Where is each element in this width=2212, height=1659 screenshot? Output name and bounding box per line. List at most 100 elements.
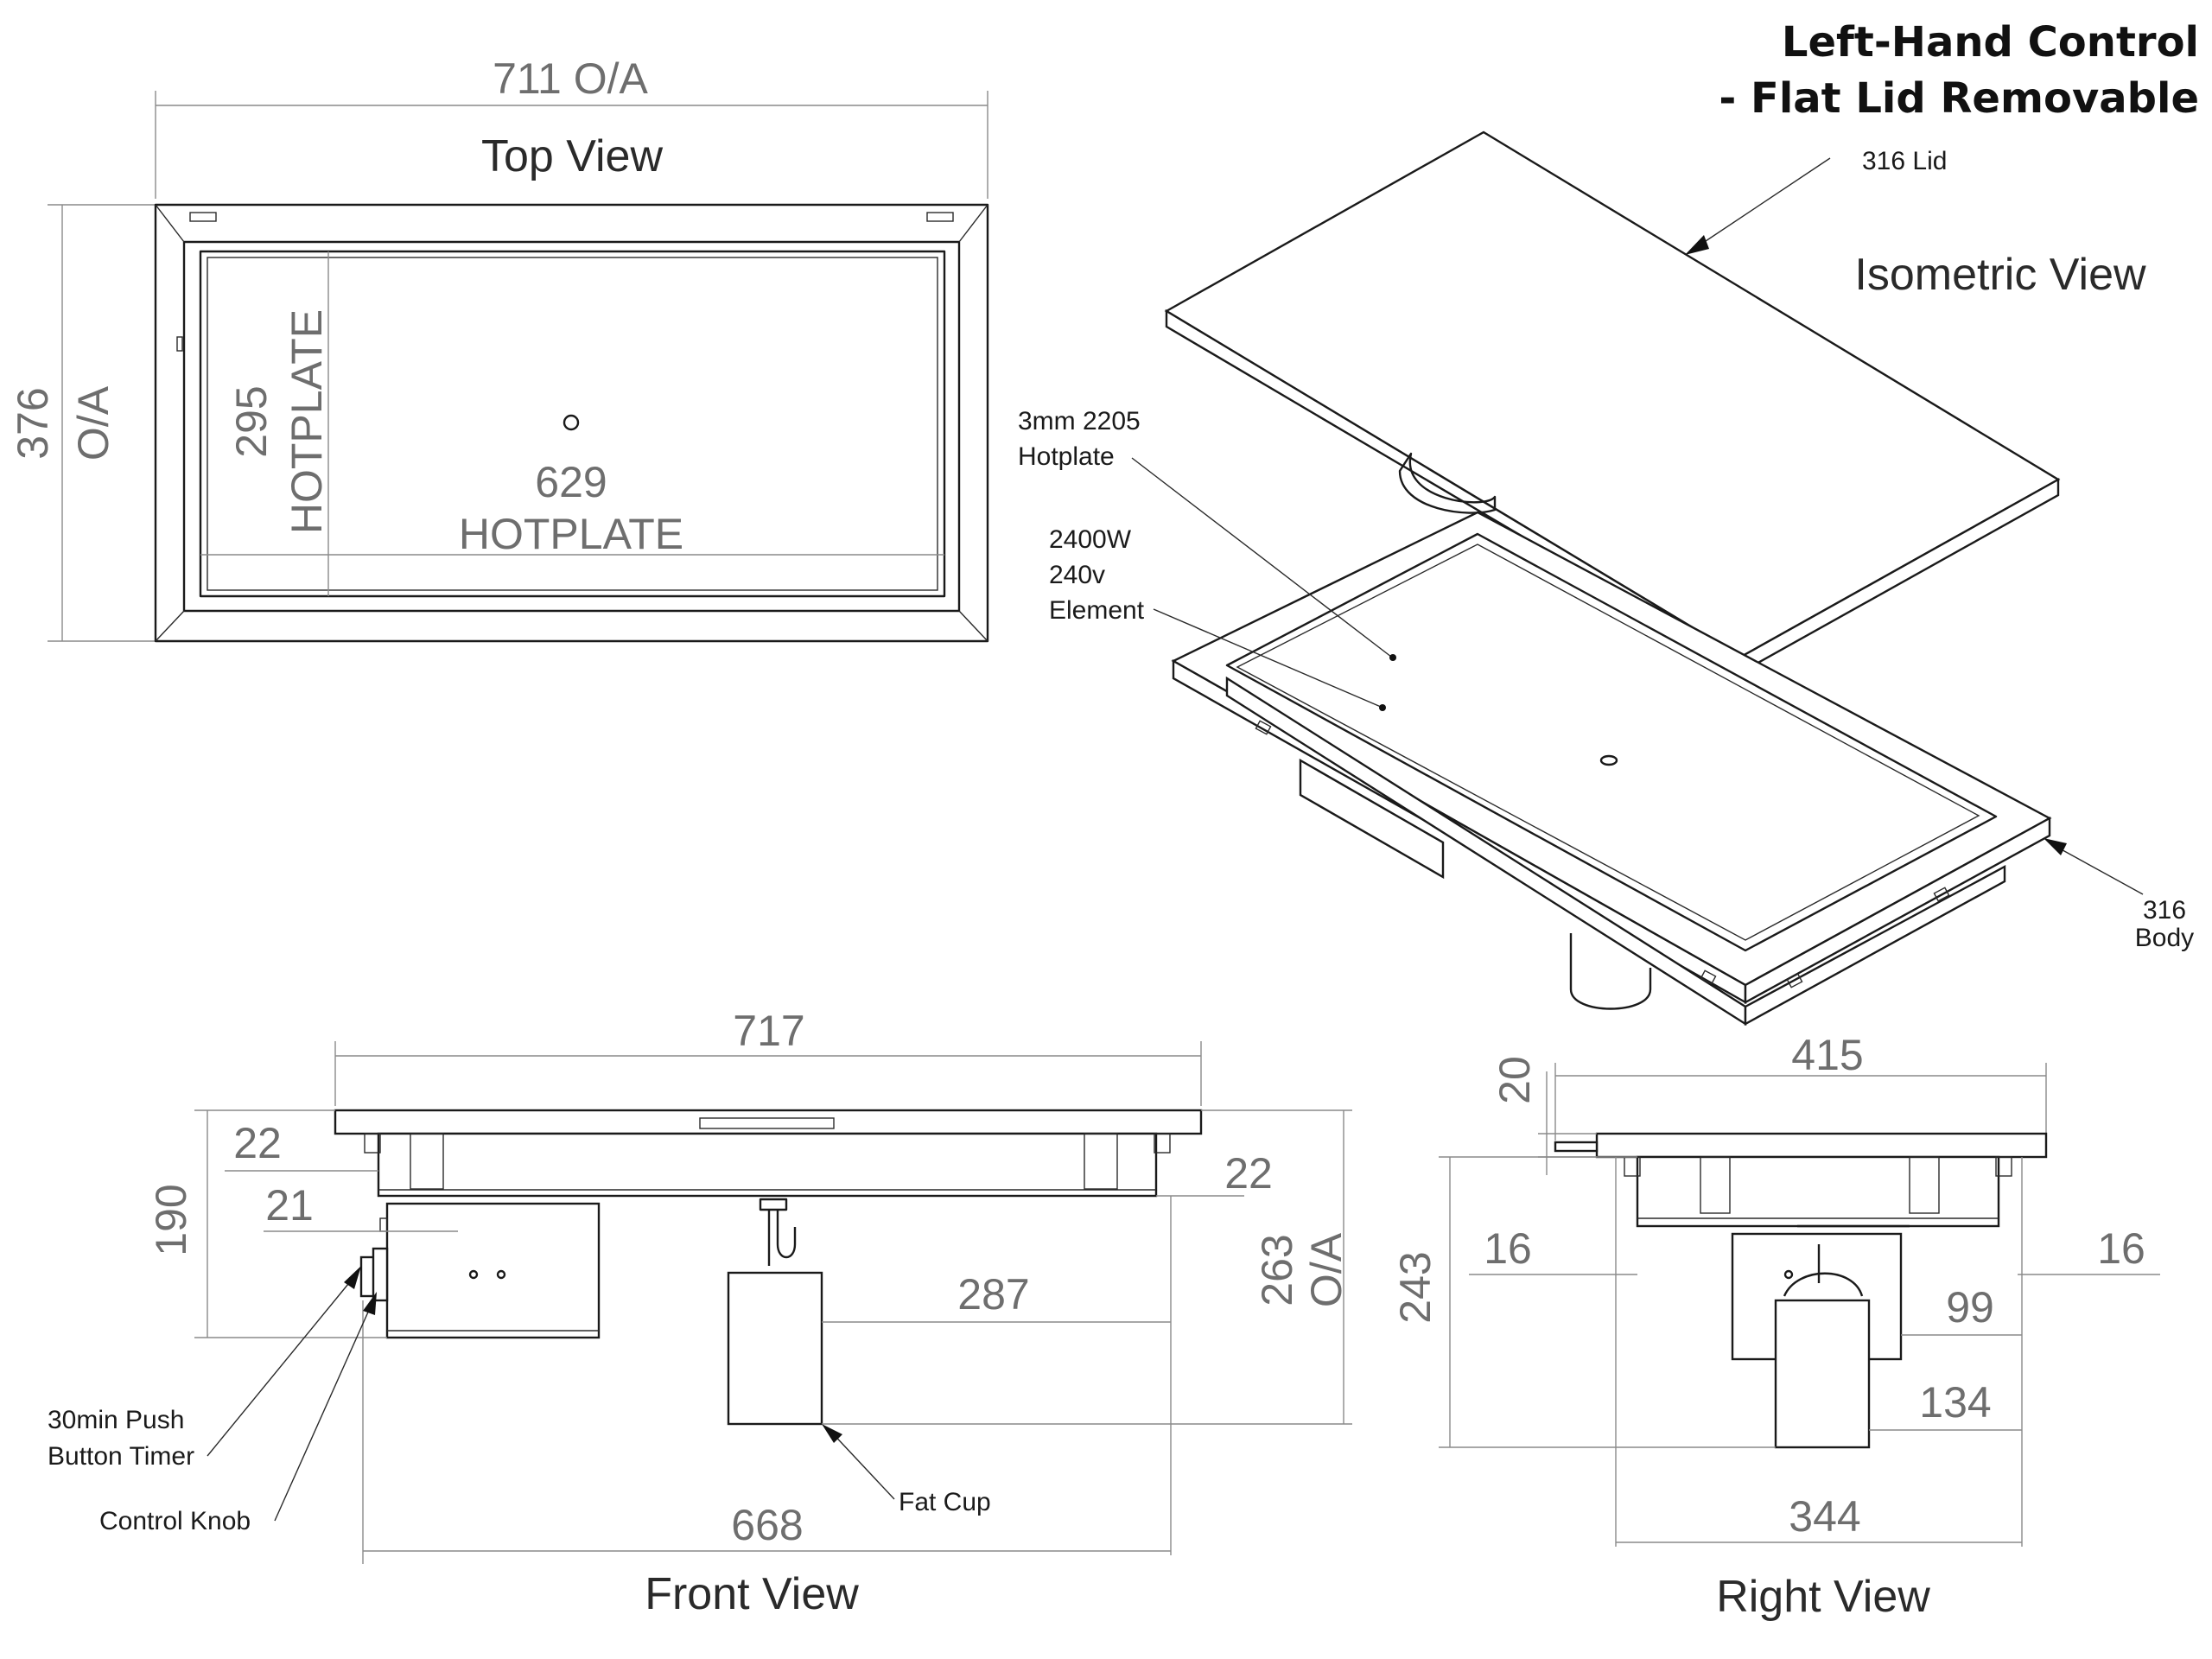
top-frame-inner bbox=[182, 240, 961, 613]
front-control-box bbox=[385, 1202, 601, 1339]
label-element-line3: Element bbox=[1049, 596, 1145, 625]
label-fat-cup: Fat Cup bbox=[899, 1488, 991, 1516]
top-body-outline bbox=[154, 203, 989, 643]
dim-99: 99 bbox=[1946, 1283, 1994, 1332]
right-body bbox=[1636, 1155, 2000, 1228]
front-cup-hook bbox=[767, 1210, 797, 1266]
front-lid bbox=[334, 1109, 1203, 1135]
dim-717: 717 bbox=[733, 1007, 804, 1055]
iso-slot bbox=[1933, 887, 1950, 902]
leader-timer bbox=[207, 1274, 357, 1457]
right-bracket bbox=[1909, 1156, 1940, 1214]
dim-344: 344 bbox=[1789, 1492, 1860, 1541]
dim-295-hotplate-label: HOTPLATE bbox=[283, 309, 331, 534]
label-element-line1: 2400W bbox=[1049, 525, 1132, 554]
dim-243: 243 bbox=[1391, 1251, 1440, 1323]
top-knob-slot bbox=[176, 336, 183, 352]
isometric-view: Isometric View bbox=[1018, 130, 2194, 1027]
dim-263-oa-suffix: O/A bbox=[1302, 1232, 1351, 1307]
dim-376-oa-suffix: O/A bbox=[69, 385, 118, 461]
frame-mitre bbox=[958, 610, 988, 642]
leader-lid bbox=[1697, 157, 1831, 247]
iso-slot bbox=[1786, 973, 1803, 988]
front-switch bbox=[379, 1217, 388, 1232]
iso-slot bbox=[1255, 720, 1272, 735]
leader-element bbox=[1153, 608, 1382, 708]
iso-control-box bbox=[1299, 758, 1445, 880]
top-hotplate-edge bbox=[199, 250, 946, 598]
front-fat-cup bbox=[727, 1271, 823, 1426]
label-316-lid: 316 Lid bbox=[1862, 147, 1947, 175]
right-view: 415 20 243 16 16 bbox=[1391, 1031, 2160, 1622]
leader-dot bbox=[1389, 654, 1396, 661]
top-view: 711 O/A Top View 376 O/A 295 HOTPLATE 62… bbox=[9, 54, 989, 643]
label-hotplate-line1: 3mm 2205 bbox=[1018, 407, 1141, 435]
dim-16-right: 16 bbox=[2097, 1224, 2145, 1273]
front-view: 717 190 22 21 22 bbox=[48, 1007, 1352, 1619]
leader-fat-cup bbox=[829, 1429, 895, 1500]
dim-22-left: 22 bbox=[233, 1119, 282, 1167]
iso-drain-pipe bbox=[1569, 933, 1652, 1010]
right-lid-handle bbox=[1554, 1141, 1599, 1153]
dim-295: 295 bbox=[227, 385, 276, 457]
arrowhead bbox=[344, 1266, 361, 1289]
front-drain-fitting bbox=[759, 1198, 788, 1211]
label-timer-line1: 30min Push bbox=[48, 1406, 184, 1434]
frame-mitre bbox=[958, 204, 988, 243]
front-screw bbox=[468, 1269, 479, 1280]
leader-hotplate bbox=[1131, 457, 1392, 658]
frame-mitre bbox=[155, 610, 185, 642]
front-view-label: Front View bbox=[645, 1569, 859, 1619]
right-clip bbox=[1995, 1156, 2012, 1177]
top-drain-hole bbox=[563, 414, 580, 431]
dim-22-right: 22 bbox=[1224, 1149, 1273, 1198]
title-block: Left-Hand Control - Flat Lid Removable bbox=[1719, 18, 2199, 123]
right-view-label: Right View bbox=[1716, 1572, 1930, 1622]
iso-hotplate bbox=[1236, 543, 1980, 941]
arrowhead bbox=[1685, 235, 1709, 255]
dim-287: 287 bbox=[957, 1270, 1029, 1319]
leader-knob bbox=[274, 1300, 374, 1522]
dim-629-hotplate-label: HOTPLATE bbox=[459, 510, 683, 558]
dim-711-oa: 711 O/A bbox=[493, 54, 648, 103]
iso-drain-hole bbox=[1599, 754, 1618, 766]
arrowhead bbox=[363, 1292, 377, 1315]
dim-376: 376 bbox=[9, 387, 57, 459]
label-control-knob: Control Knob bbox=[99, 1507, 251, 1535]
front-body bbox=[377, 1132, 1158, 1198]
isometric-view-label: Isometric View bbox=[1854, 250, 2146, 300]
right-screw bbox=[1783, 1269, 1794, 1280]
right-bracket bbox=[1700, 1156, 1731, 1214]
top-slot-left bbox=[189, 212, 217, 222]
lid-handle bbox=[1398, 452, 1497, 514]
leader-dot bbox=[1379, 704, 1386, 711]
front-bracket-right bbox=[1084, 1133, 1118, 1190]
leader-body bbox=[2056, 846, 2144, 895]
title-line-2: - Flat Lid Removable bbox=[1719, 74, 2199, 123]
dim-21: 21 bbox=[265, 1181, 314, 1230]
dim-190: 190 bbox=[147, 1184, 195, 1255]
front-lid-handle bbox=[699, 1117, 835, 1129]
iso-slot bbox=[1700, 969, 1717, 985]
dim-263: 263 bbox=[1253, 1234, 1301, 1306]
dim-134: 134 bbox=[1919, 1378, 1991, 1427]
front-clip-left bbox=[364, 1133, 381, 1154]
front-bracket-left bbox=[410, 1133, 444, 1190]
frame-mitre bbox=[155, 204, 185, 243]
arrowhead bbox=[2044, 838, 2067, 855]
right-lid bbox=[1595, 1132, 2048, 1159]
front-timer-button bbox=[372, 1247, 389, 1302]
label-timer-line2: Button Timer bbox=[48, 1442, 194, 1471]
front-screw bbox=[496, 1269, 506, 1280]
dim-20: 20 bbox=[1491, 1056, 1539, 1104]
dim-16-left: 16 bbox=[1484, 1224, 1532, 1273]
title-line-1: Left-Hand Control bbox=[1782, 18, 2199, 67]
right-cup-hook bbox=[1783, 1272, 1864, 1297]
dim-668: 668 bbox=[731, 1501, 803, 1549]
top-slot-right bbox=[926, 212, 954, 222]
top-view-label: Top View bbox=[481, 131, 664, 181]
iso-body bbox=[1171, 511, 2052, 1027]
dim-415: 415 bbox=[1791, 1031, 1863, 1079]
top-hotplate-inner bbox=[207, 257, 938, 591]
